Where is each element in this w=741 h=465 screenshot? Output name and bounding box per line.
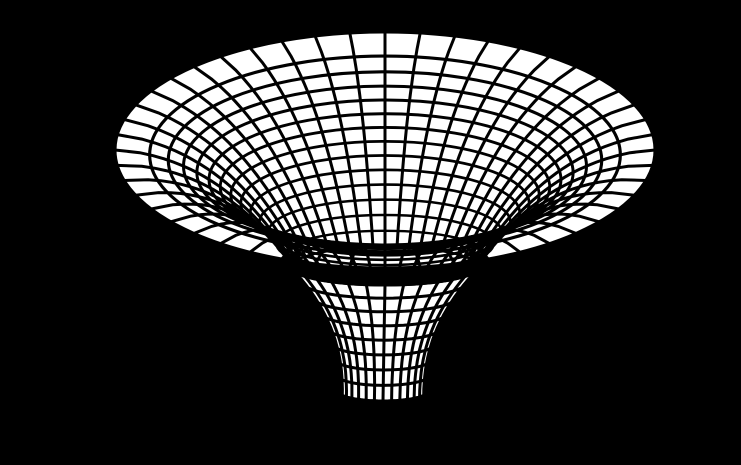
tube-meridian [383,285,385,401]
